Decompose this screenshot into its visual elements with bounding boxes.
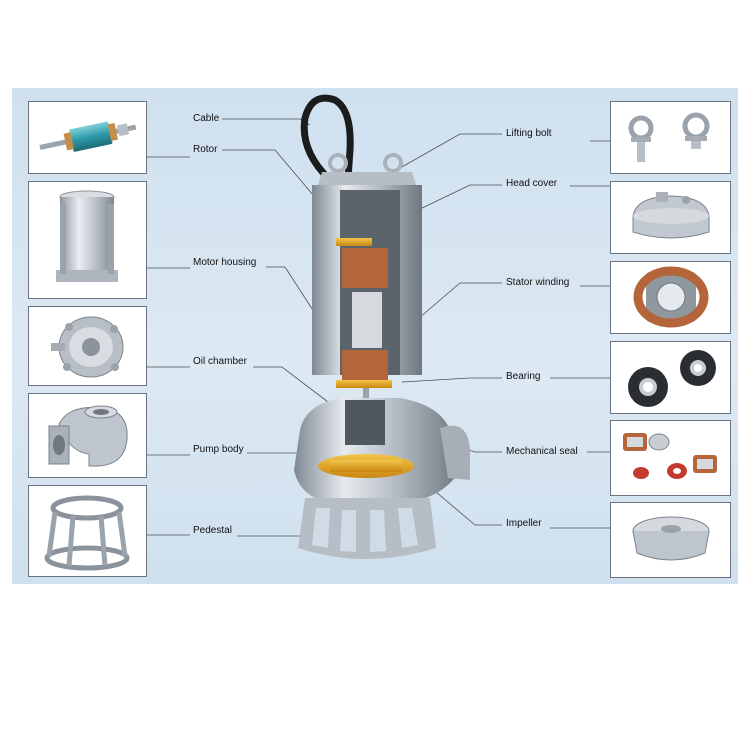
impeller-rim bbox=[330, 460, 402, 472]
label-oil-chamber: Oil chamber bbox=[193, 356, 247, 367]
label-bearing: Bearing bbox=[506, 371, 541, 382]
leader-line-bearing-inner bbox=[401, 377, 502, 383]
bearing-icon bbox=[628, 350, 716, 407]
leader-line-rotor-inner bbox=[222, 149, 331, 216]
oil-chamber-icon bbox=[51, 316, 124, 378]
pedestal-icon bbox=[44, 495, 130, 571]
head-cover-box bbox=[610, 181, 731, 254]
pedestal-openings bbox=[312, 508, 418, 552]
bearing-box bbox=[610, 341, 731, 414]
lower-bearing-housing bbox=[336, 380, 392, 388]
motor-housing-box bbox=[28, 181, 147, 299]
pump-body-box bbox=[28, 393, 147, 478]
lifting-bolt-icon bbox=[628, 112, 710, 162]
mechanical-seal-icon bbox=[623, 433, 717, 479]
rotor-core bbox=[352, 292, 382, 348]
stator-winding-icon bbox=[633, 266, 709, 328]
label-impeller: Impeller bbox=[506, 518, 542, 529]
leader-line-stator-inner bbox=[404, 282, 502, 331]
rotor-icon bbox=[39, 121, 137, 152]
head-cover bbox=[318, 172, 416, 185]
impeller-icon bbox=[632, 516, 710, 561]
cable bbox=[300, 94, 354, 181]
label-rotor: Rotor bbox=[193, 144, 218, 155]
leader-line-head-cover-inner bbox=[417, 184, 502, 211]
pump-body-icon bbox=[48, 405, 128, 467]
stator-winding-box bbox=[610, 261, 731, 334]
upper-bearing-housing bbox=[336, 238, 372, 246]
lifting-bolt-right bbox=[383, 153, 403, 173]
leader-line-oil-chamber-inner bbox=[253, 366, 333, 406]
leader-line-lifting-bolt-inner bbox=[399, 133, 502, 169]
label-stator-winding: Stator winding bbox=[506, 277, 570, 288]
label-motor-housing: Motor housing bbox=[193, 257, 257, 268]
label-cable: Cable bbox=[193, 113, 220, 124]
head-cover-icon bbox=[632, 192, 710, 239]
stator-winding-lower bbox=[342, 350, 388, 380]
pump-body bbox=[294, 398, 460, 505]
stator-winding-upper bbox=[342, 248, 388, 288]
label-pump-body: Pump body bbox=[193, 444, 244, 455]
rotor-box bbox=[28, 101, 147, 174]
motor-housing-icon bbox=[56, 190, 118, 282]
oil-chamber-box bbox=[28, 306, 147, 386]
impeller-box bbox=[610, 502, 731, 578]
label-mechanical-seal: Mechanical seal bbox=[506, 446, 578, 457]
leader-line-motor-housing-inner bbox=[266, 266, 319, 319]
lifting-bolt-box bbox=[610, 101, 731, 174]
mechanical-seal-box bbox=[610, 420, 731, 496]
pump-outlet bbox=[440, 425, 470, 480]
label-lifting-bolt: Lifting bolt bbox=[506, 128, 552, 139]
label-pedestal: Pedestal bbox=[193, 525, 232, 536]
label-head-cover: Head cover bbox=[506, 178, 558, 189]
lifting-bolt-left bbox=[328, 153, 348, 173]
seal-chamber bbox=[345, 400, 385, 445]
pedestal-box bbox=[28, 485, 147, 577]
